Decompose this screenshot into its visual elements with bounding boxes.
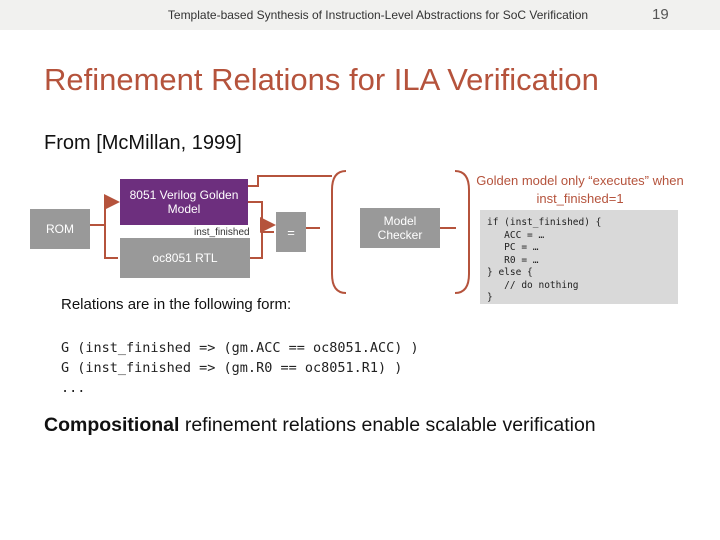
wire-rom-to-rtl xyxy=(104,225,118,259)
header-title: Template-based Synthesis of Instruction-… xyxy=(167,8,589,22)
conclusion-bold: Compositional xyxy=(44,414,180,436)
wire-rtl-to-eq xyxy=(250,231,274,259)
bracket-left xyxy=(331,170,347,294)
wire-rom-to-golden xyxy=(90,194,120,226)
page-number: 19 xyxy=(652,6,669,23)
inst-finished-label: inst_finished xyxy=(194,227,250,238)
wire-golden-to-eq xyxy=(248,201,276,233)
header-bar xyxy=(0,0,720,30)
wire-golden-up xyxy=(248,175,332,187)
relations-text: Relations are in the following form: xyxy=(61,296,292,313)
rtl-box: oc8051 RTL xyxy=(120,238,250,278)
slide-title: Refinement Relations for ILA Verificatio… xyxy=(44,62,599,97)
golden-model-box: 8051 Verilog Golden Model xyxy=(120,179,248,225)
model-checker-box: Model Checker xyxy=(360,208,440,248)
conclusion-rest: refinement relations enable scalable ver… xyxy=(179,414,596,436)
code-snippet-box: if (inst_finished) { ACC = … PC = … R0 =… xyxy=(480,210,678,304)
golden-model-note: Golden model only “executes” when inst_f… xyxy=(476,173,684,206)
conclusion-text: Compositional refinement relations enabl… xyxy=(44,414,596,437)
slide-subtitle: From [McMillan, 1999] xyxy=(44,132,242,154)
equals-box: = xyxy=(276,212,306,252)
code-snippet: if (inst_finished) { ACC = … PC = … R0 =… xyxy=(487,217,602,303)
bracket-right xyxy=(454,170,470,294)
rom-box: ROM xyxy=(30,209,90,249)
relation-code: G (inst_finished => (gm.ACC == oc8051.AC… xyxy=(61,340,419,396)
